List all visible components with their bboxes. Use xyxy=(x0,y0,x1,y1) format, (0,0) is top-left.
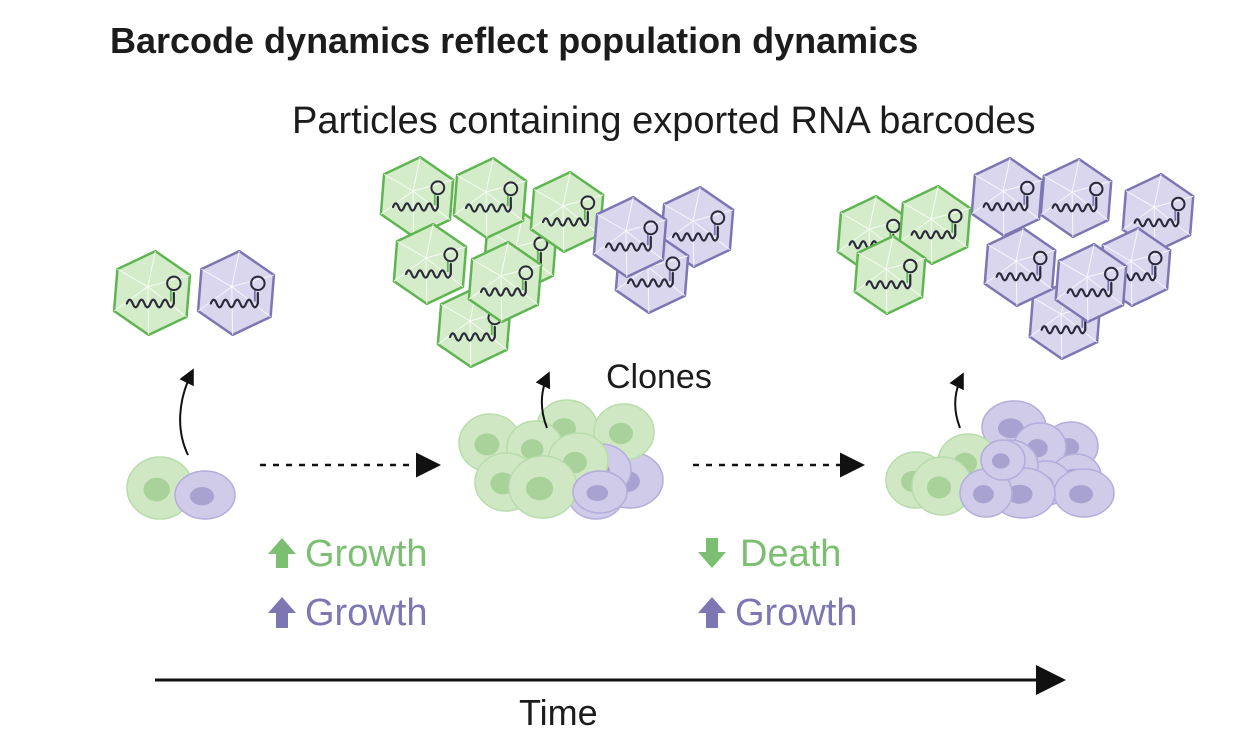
particles-stage-1 xyxy=(112,249,276,337)
purple-particle xyxy=(592,195,668,279)
purple-change-label-2: Growth xyxy=(735,592,858,634)
green-cell xyxy=(508,455,578,519)
green-up-arrow-1 xyxy=(268,538,296,568)
green-particle xyxy=(853,234,927,316)
green-particle xyxy=(112,249,192,337)
purple-cell xyxy=(1053,468,1115,518)
green-down-arrow-2 xyxy=(698,538,726,568)
clones-stage-3 xyxy=(885,400,1115,519)
clones-label: Clones xyxy=(606,358,712,396)
particles-stage-2 xyxy=(379,155,735,369)
purple-up-arrow-2 xyxy=(698,597,726,628)
time-label: Time xyxy=(519,692,598,733)
clones-stage-2 xyxy=(458,399,664,520)
green-particle xyxy=(452,156,528,240)
figure-title: Barcode dynamics reflect population dyna… xyxy=(110,20,919,61)
purple-particle xyxy=(1054,242,1128,324)
purple-particle xyxy=(659,185,735,269)
purple-cell xyxy=(572,470,628,514)
purple-particle xyxy=(196,249,276,337)
green-particle xyxy=(467,240,543,324)
purple-cell xyxy=(980,439,1026,481)
particles-stage-3 xyxy=(836,156,1195,361)
green-particle xyxy=(529,170,605,254)
export-arrow-3 xyxy=(949,372,964,429)
particles-label: Particles containing exported RNA barcod… xyxy=(292,100,1036,142)
purple-cell xyxy=(174,470,236,520)
purple-particle xyxy=(970,156,1044,238)
purple-cell xyxy=(959,468,1013,518)
purple-particle xyxy=(1039,157,1113,239)
green-particle xyxy=(898,184,972,266)
export-arrow-1 xyxy=(179,368,194,456)
green-particle xyxy=(379,155,455,239)
purple-particle xyxy=(983,226,1057,308)
green-particle xyxy=(392,222,468,306)
export-arrow-2 xyxy=(535,371,551,429)
clones-stage-1 xyxy=(126,456,236,520)
green-change-label-1: Growth xyxy=(305,533,428,575)
purple-up-arrow-1 xyxy=(268,597,296,628)
green-change-label-2: Death xyxy=(740,533,842,575)
purple-change-label-1: Growth xyxy=(305,592,428,634)
